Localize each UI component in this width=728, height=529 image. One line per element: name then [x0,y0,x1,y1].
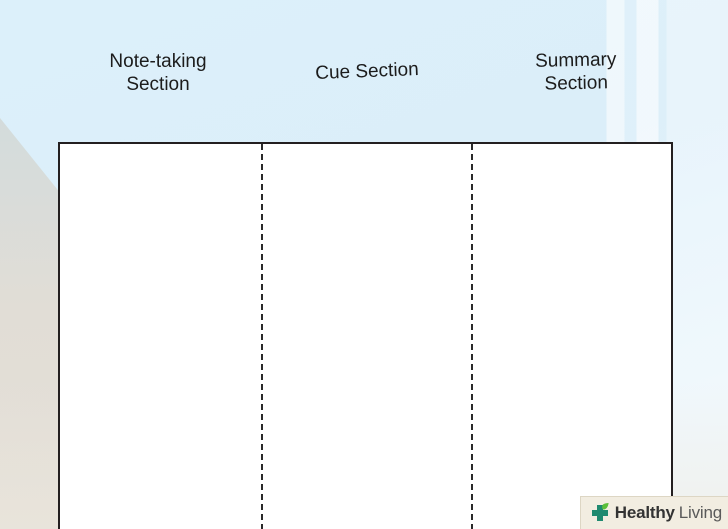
green-medical-cross-icon [591,503,609,521]
label-summary-section: Summary Section [534,49,617,95]
watermark-brand-bold: Healthy [614,503,675,522]
label-note-taking-section: Note-taking Section [109,51,207,96]
column-divider-right [471,144,473,529]
watermark-logo: Healthy Living [579,496,728,529]
cornell-note-page [58,142,673,529]
watermark-brand-light: Living [678,503,722,522]
column-divider-left [261,144,263,529]
